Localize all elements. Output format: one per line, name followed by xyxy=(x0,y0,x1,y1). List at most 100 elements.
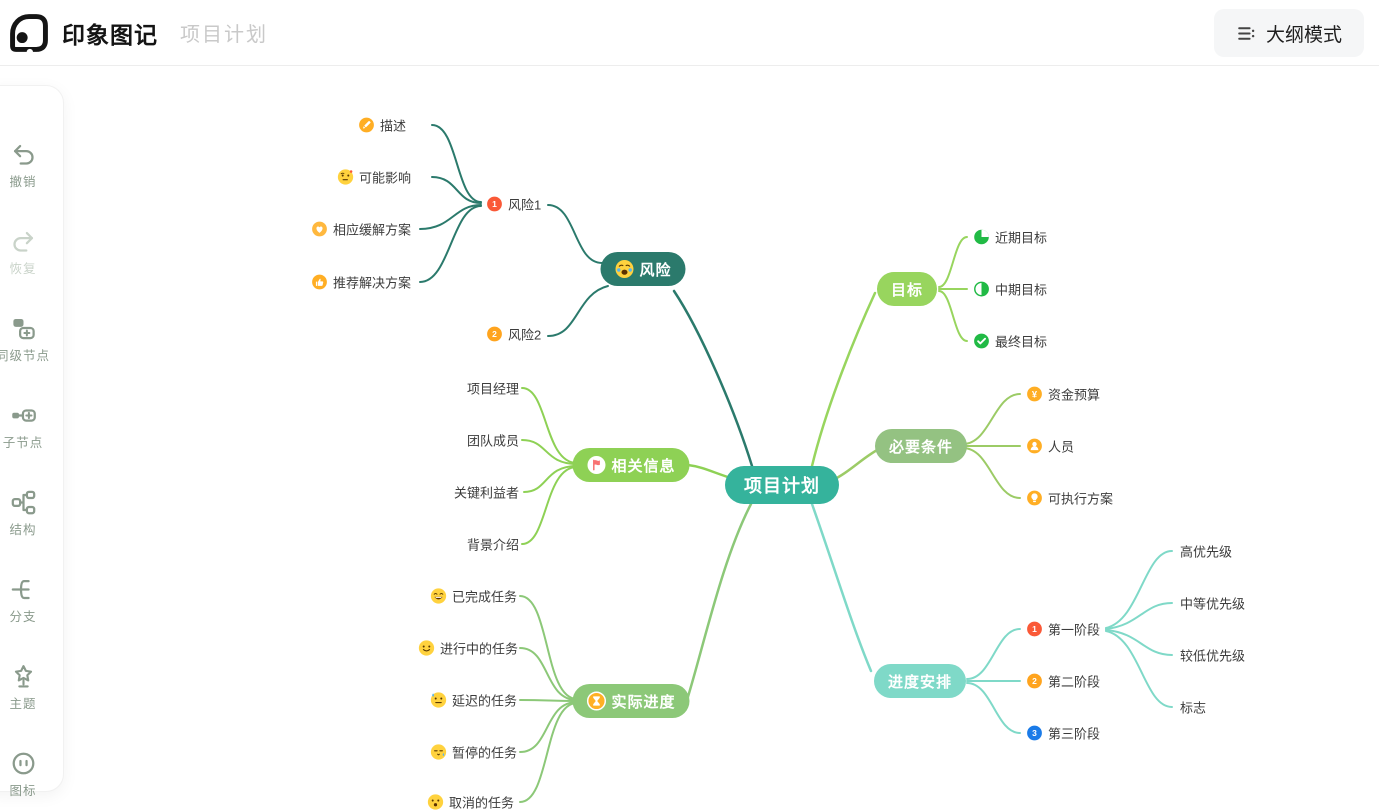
edge-progress-inprogress xyxy=(519,647,578,701)
edge-progress-paused xyxy=(519,701,578,753)
node-label: 关键利益者 xyxy=(454,485,520,501)
toolbar-item-theme[interactable]: 主题 xyxy=(0,663,63,712)
node-label: 背景介绍 xyxy=(467,537,520,553)
branch-risk[interactable]: 风险 xyxy=(600,252,686,286)
node-label: 标志 xyxy=(1180,700,1207,716)
item-project-manager[interactable]: 项目经理 xyxy=(467,379,519,398)
person-badge-icon xyxy=(1026,438,1043,455)
branch-prerequisites[interactable]: 必要条件 xyxy=(874,429,968,463)
svg-text:1: 1 xyxy=(1032,624,1037,634)
edge-progress-completed xyxy=(519,595,578,700)
item-possible-impact[interactable]: 可能影响 xyxy=(337,168,411,187)
node-label: 暂停的任务 xyxy=(452,745,518,761)
item-personnel[interactable]: 人员 xyxy=(1026,437,1074,456)
num3-badge-icon: 3 xyxy=(1026,725,1043,742)
node-label: 人员 xyxy=(1048,439,1075,455)
svg-text:2: 2 xyxy=(492,329,497,339)
node-label: 风险1 xyxy=(508,197,542,213)
undo-icon xyxy=(10,141,37,168)
node-label: 近期目标 xyxy=(995,230,1048,246)
toolbar: 撤销恢复同级节点子节点结构分支主题图标 xyxy=(0,85,64,798)
item-mitigation-plan[interactable]: 相应缓解方案 xyxy=(311,220,411,239)
item-flag[interactable]: 标志 xyxy=(1180,698,1206,717)
theme-icon xyxy=(10,663,37,690)
edge-prereq-budget xyxy=(962,393,1021,445)
toolbar-item-structure[interactable]: 结构 xyxy=(0,489,63,538)
redo-icon xyxy=(10,228,37,255)
pencil-badge-icon xyxy=(358,117,375,134)
item-key-stakeholders[interactable]: 关键利益者 xyxy=(454,483,519,502)
edge-risk1-impact xyxy=(431,176,482,204)
item-mid-term-goal[interactable]: 中期目标 xyxy=(973,280,1047,299)
structure-icon xyxy=(10,489,37,516)
outline-mode-button[interactable]: 大纲模式 xyxy=(1213,9,1364,57)
num1-badge-icon: 1 xyxy=(1026,621,1043,638)
toolbar-item-label: 主题 xyxy=(9,697,37,711)
branch-schedule[interactable]: 进度安排 xyxy=(873,664,967,698)
edge-goals-final xyxy=(938,290,968,342)
toolbar-item-sibling[interactable]: 同级节点 xyxy=(0,315,63,364)
hourglass-badge-icon xyxy=(586,691,607,711)
edge-root-risk xyxy=(672,289,754,468)
item-delayed-tasks[interactable]: 延迟的任务 xyxy=(430,691,517,710)
item-paused-tasks[interactable]: 暂停的任务 xyxy=(430,743,517,762)
item-team-members[interactable]: 团队成员 xyxy=(467,431,519,450)
item-lower-priority[interactable]: 较低优先级 xyxy=(1180,646,1245,665)
flag-circle-icon xyxy=(586,455,606,475)
node-label: 高优先级 xyxy=(1180,544,1233,560)
item-high-priority[interactable]: 高优先级 xyxy=(1180,542,1232,561)
edge-progress-delayed xyxy=(519,699,578,702)
toolbar-item-label: 分支 xyxy=(9,610,37,624)
edge-root-prerequisites xyxy=(829,447,881,483)
node-label: 推荐解决方案 xyxy=(333,275,412,291)
sleepy-emoji-icon xyxy=(430,744,447,761)
node-label: 进度安排 xyxy=(887,673,953,691)
toolbar-item-label: 图标 xyxy=(9,784,37,798)
item-medium-priority[interactable]: 中等优先级 xyxy=(1180,594,1245,613)
root-node[interactable]: 项目计划 xyxy=(725,466,839,504)
item-near-term-goal[interactable]: 近期目标 xyxy=(973,228,1047,247)
edge-phase1-lower xyxy=(1105,629,1173,656)
node-label: 可能影响 xyxy=(359,170,412,186)
node-label: 实际进度 xyxy=(611,693,676,711)
item-description[interactable]: 描述 xyxy=(358,116,406,135)
node-label: 取消的任务 xyxy=(449,795,515,811)
branch-related-info[interactable]: 相关信息 xyxy=(572,448,690,482)
toolbar-item-undo[interactable]: 撤销 xyxy=(0,141,63,190)
item-recommended-solution[interactable]: 推荐解决方案 xyxy=(311,273,411,292)
branch-actual-progress[interactable]: 实际进度 xyxy=(572,684,690,718)
edge-related-manager xyxy=(521,387,578,464)
toolbar-item-child[interactable]: 子节点 xyxy=(0,402,63,451)
item-completed-tasks[interactable]: 已完成任务 xyxy=(430,587,517,606)
toolbar-item-icons[interactable]: 图标 xyxy=(0,750,63,799)
node-label: 最终目标 xyxy=(995,334,1048,350)
toolbar-item-branch[interactable]: 分支 xyxy=(0,576,63,625)
check-circle-icon xyxy=(973,333,990,350)
toolbar-item-redo[interactable]: 恢复 xyxy=(0,228,63,277)
pie-quarter-icon xyxy=(973,229,990,246)
item-cancelled-tasks[interactable]: 取消的任务 xyxy=(427,793,514,812)
item-background-intro[interactable]: 背景介绍 xyxy=(467,535,519,554)
item-final-goal[interactable]: 最终目标 xyxy=(973,332,1047,351)
document-title: 项目计划 xyxy=(180,24,268,46)
node-label: 第三阶段 xyxy=(1048,726,1101,742)
edge-risk1-description xyxy=(431,124,482,203)
item-phase-3[interactable]: 3 第三阶段 xyxy=(1026,724,1100,743)
branch-goals[interactable]: 目标 xyxy=(876,272,938,306)
frown-emoji-icon xyxy=(427,794,444,811)
node-label: 相关信息 xyxy=(611,457,676,475)
svg-text:3: 3 xyxy=(1032,728,1037,738)
edge-schedule-phase1 xyxy=(966,628,1021,680)
smile-emoji-icon xyxy=(418,640,435,657)
item-executable-plan[interactable]: 可执行方案 xyxy=(1026,489,1113,508)
edge-related-background xyxy=(521,466,578,545)
item-budget[interactable]: ¥资金预算 xyxy=(1026,385,1100,404)
yen-badge-icon: ¥ xyxy=(1026,386,1043,403)
edge-root-schedule xyxy=(810,502,873,673)
item-inprogress-tasks[interactable]: 进行中的任务 xyxy=(418,639,518,658)
